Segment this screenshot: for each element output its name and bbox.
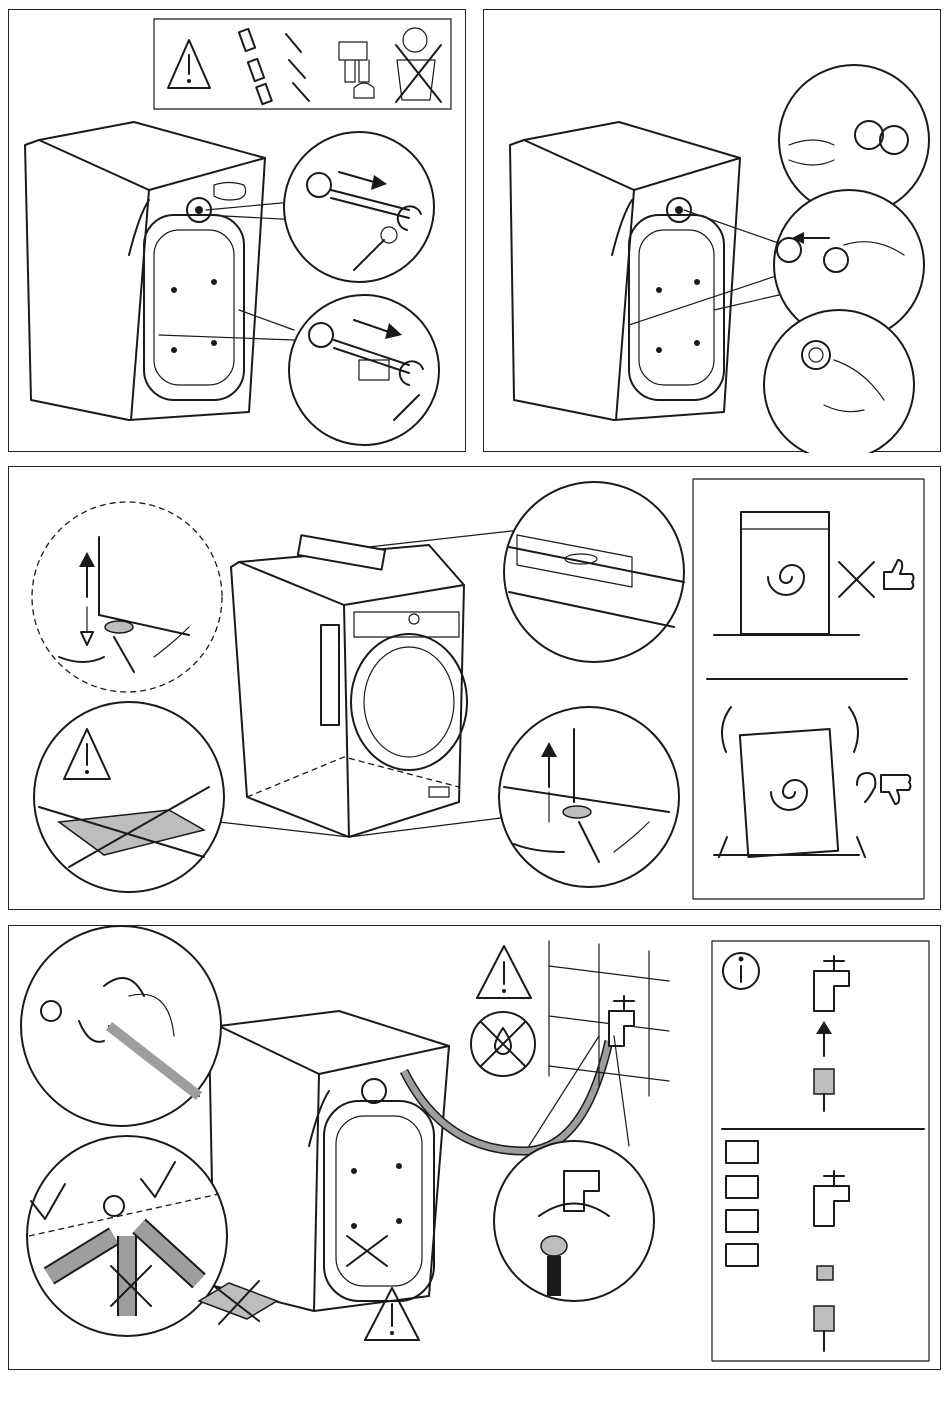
- warning-icon: [477, 946, 531, 998]
- bolts-icon: [239, 29, 272, 104]
- ear-icon: [857, 773, 875, 802]
- washing-machine-rear: [25, 122, 265, 420]
- checkbox[interactable]: [726, 1141, 758, 1163]
- vibrating-machine: [714, 707, 911, 857]
- transit-bolts-illustration: [9, 10, 467, 453]
- panel-level-machine: [8, 466, 941, 910]
- magnifier-wrong-support: [34, 702, 224, 892]
- checkbox-list: [726, 1141, 758, 1266]
- do-not-discard-icon: [396, 28, 441, 102]
- panel-fit-plastic-caps: [483, 9, 941, 452]
- magnifier-top-bolt: [284, 132, 434, 282]
- panel-connect-inlet-hose: [8, 925, 941, 1370]
- magnifier-adjust-foot: [32, 502, 222, 692]
- inlet-hose-illustration: [9, 926, 942, 1371]
- magnifier-spirit-level: [504, 482, 684, 662]
- level-icon: [321, 625, 339, 725]
- info-icon: [723, 953, 759, 989]
- quiet-machine: [714, 512, 914, 635]
- washing-machine-rear: [510, 122, 740, 420]
- magnifier-press-cap: [764, 310, 914, 453]
- thumbs-down-icon: [881, 775, 911, 804]
- warning-icon: [168, 40, 210, 88]
- tap-icon: [814, 956, 849, 1011]
- thumbs-up-icon: [884, 560, 914, 589]
- magnifier-fit-hose: [21, 926, 221, 1126]
- magnifier-hose-angle: [27, 1136, 227, 1336]
- brackets-icon: [339, 42, 374, 98]
- magnifier-lock-foot: [499, 707, 679, 887]
- tap-icon: [609, 996, 634, 1046]
- magnifier-bottom-bolt: [289, 295, 439, 445]
- checkbox[interactable]: [726, 1210, 758, 1232]
- tap-with-adapter: [814, 1171, 849, 1351]
- panel-remove-transit-bolts: [8, 9, 466, 452]
- checkbox[interactable]: [726, 1244, 758, 1266]
- screws-icon: [286, 34, 309, 101]
- plastic-caps-illustration: [484, 10, 942, 453]
- washing-machine-front: [231, 535, 467, 837]
- levelling-illustration: [9, 467, 942, 911]
- magnifier-screw-on-tap: [494, 1141, 654, 1301]
- checkbox[interactable]: [726, 1176, 758, 1198]
- no-water-drip-icon: [471, 1012, 535, 1076]
- washing-machine-rear: [209, 1011, 449, 1311]
